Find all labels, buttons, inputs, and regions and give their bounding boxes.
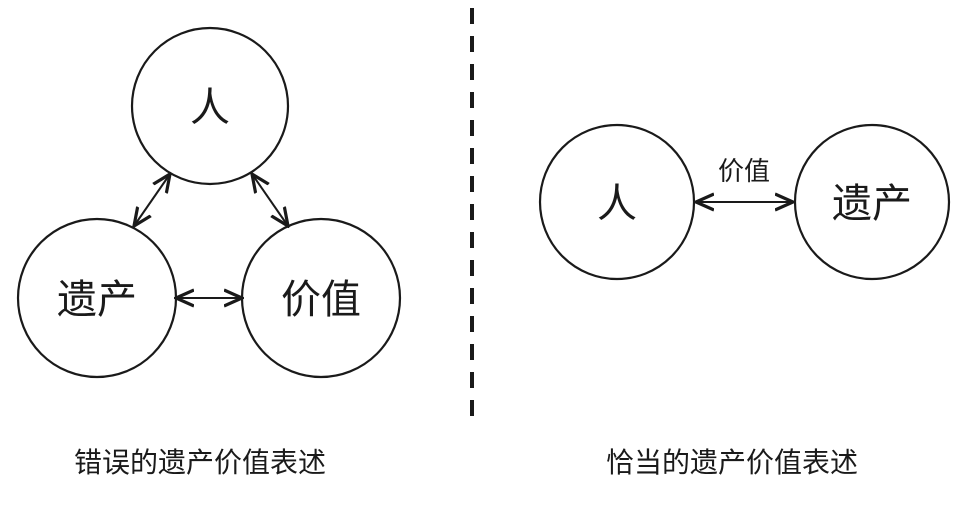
- right-node-heritage: 遗产: [793, 123, 951, 281]
- right-node-person-label: 人: [597, 181, 637, 227]
- left-node-person-circle: [130, 26, 290, 186]
- left-node-value: 价值: [240, 217, 402, 379]
- right-node-heritage-circle: [793, 123, 951, 281]
- left-node-heritage: 遗产: [16, 217, 178, 379]
- right-node-heritage-label: 遗产: [832, 181, 912, 227]
- right-edge-label: 价值: [718, 157, 770, 187]
- right-caption: 恰当的遗产价值表述: [606, 446, 858, 479]
- right-node-person: 人: [538, 123, 696, 281]
- left-panel: 人 遗产 价值 错误的遗产价值表述: [16, 26, 402, 479]
- left-caption: 错误的遗产价值表述: [74, 446, 326, 479]
- left-edge-person-heritage: [134, 174, 170, 226]
- left-node-value-label: 价值: [281, 277, 361, 323]
- left-node-heritage-label: 遗产: [57, 277, 137, 323]
- left-node-person-label: 人: [190, 85, 230, 131]
- left-node-person: 人: [130, 26, 290, 186]
- left-edge-person-value: [252, 174, 288, 226]
- right-panel: 人 遗产 价值 恰当的遗产价值表述: [538, 123, 951, 479]
